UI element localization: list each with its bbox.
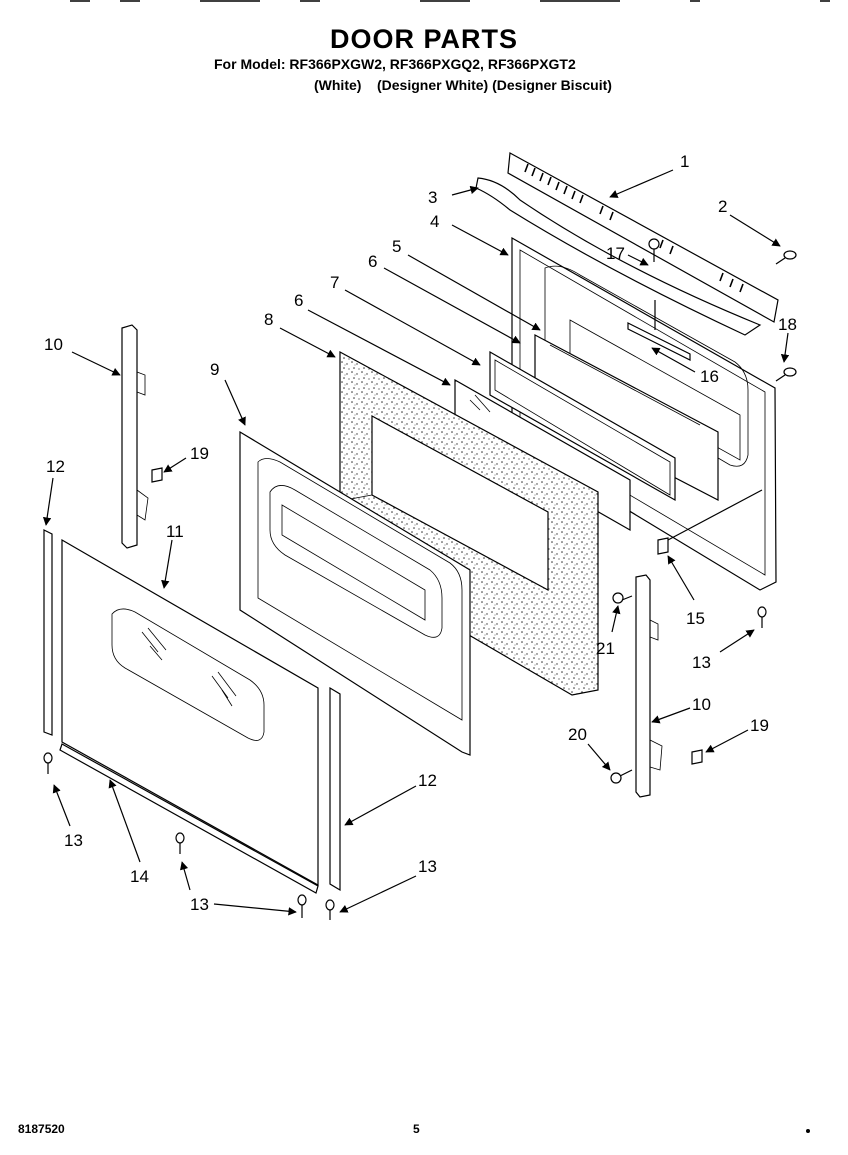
callout-12b: 12 xyxy=(418,771,437,790)
callout-7: 7 xyxy=(330,273,339,292)
callout-13a: 13 xyxy=(692,653,711,672)
screw-17 xyxy=(648,238,660,262)
screw-20 xyxy=(610,769,633,784)
callout-13c: 13 xyxy=(418,857,437,876)
corner-dot xyxy=(806,1129,810,1133)
callout-16: 16 xyxy=(700,367,719,386)
callout-19b: 19 xyxy=(750,716,769,735)
callout-11: 11 xyxy=(166,522,184,541)
callout-13d: 13 xyxy=(190,895,209,914)
leader-lines xyxy=(42,169,790,916)
bottom-trim xyxy=(59,743,319,894)
screw-2 xyxy=(775,250,797,265)
screw-18 xyxy=(775,367,797,382)
callout-18: 18 xyxy=(778,315,797,334)
screw-13-bottom-b xyxy=(297,894,307,918)
left-side-trim xyxy=(43,529,53,736)
callout-6b: 6 xyxy=(294,291,303,310)
callout-numbers: 1 2 3 4 5 6 7 6 8 9 10 19 12 11 17 18 16… xyxy=(44,152,797,914)
callout-8: 8 xyxy=(264,310,273,329)
callout-13b: 13 xyxy=(64,831,83,850)
left-hinge-channel xyxy=(121,324,149,549)
vent-trim xyxy=(507,152,779,323)
left-clip xyxy=(151,467,163,483)
screw-13-bottom-c xyxy=(325,899,335,920)
screw-13-left xyxy=(43,752,53,774)
outer-door-glass xyxy=(61,538,319,887)
callout-5: 5 xyxy=(392,237,401,256)
callout-17: 17 xyxy=(606,244,625,263)
screw-13-right xyxy=(757,606,767,628)
callout-4: 4 xyxy=(430,212,439,231)
model-numbers: For Model: RF366PXGW2, RF366PXGQ2, RF366… xyxy=(214,56,576,72)
callout-12a: 12 xyxy=(46,457,65,476)
glass-clip xyxy=(657,537,669,555)
callout-9: 9 xyxy=(210,360,219,379)
callout-10a: 10 xyxy=(44,335,63,354)
callout-2: 2 xyxy=(718,197,727,216)
callout-21: 21 xyxy=(596,639,615,658)
callout-1: 1 xyxy=(680,152,689,171)
callout-10b: 10 xyxy=(692,695,711,714)
outer-door-frame xyxy=(239,430,471,756)
right-clip xyxy=(691,749,703,765)
vent-deflector xyxy=(475,177,762,336)
right-hinge-channel xyxy=(635,574,663,798)
door-bracket xyxy=(627,322,691,361)
model-finishes: (White) (Designer White) (Designer Biscu… xyxy=(314,77,612,93)
callout-3: 3 xyxy=(428,188,437,207)
document-number: 8187520 xyxy=(18,1122,65,1136)
callout-19a: 19 xyxy=(190,444,209,463)
callout-20: 20 xyxy=(568,725,587,744)
top-edge-marks xyxy=(70,0,830,2)
callout-15: 15 xyxy=(686,609,705,628)
callout-6a: 6 xyxy=(368,252,377,271)
right-side-trim xyxy=(329,686,341,892)
callout-14: 14 xyxy=(130,867,149,886)
page-number: 5 xyxy=(413,1122,420,1136)
screw-13-bottom-a xyxy=(175,832,185,854)
page-title: DOOR PARTS xyxy=(329,24,518,54)
screw-21 xyxy=(612,592,633,604)
